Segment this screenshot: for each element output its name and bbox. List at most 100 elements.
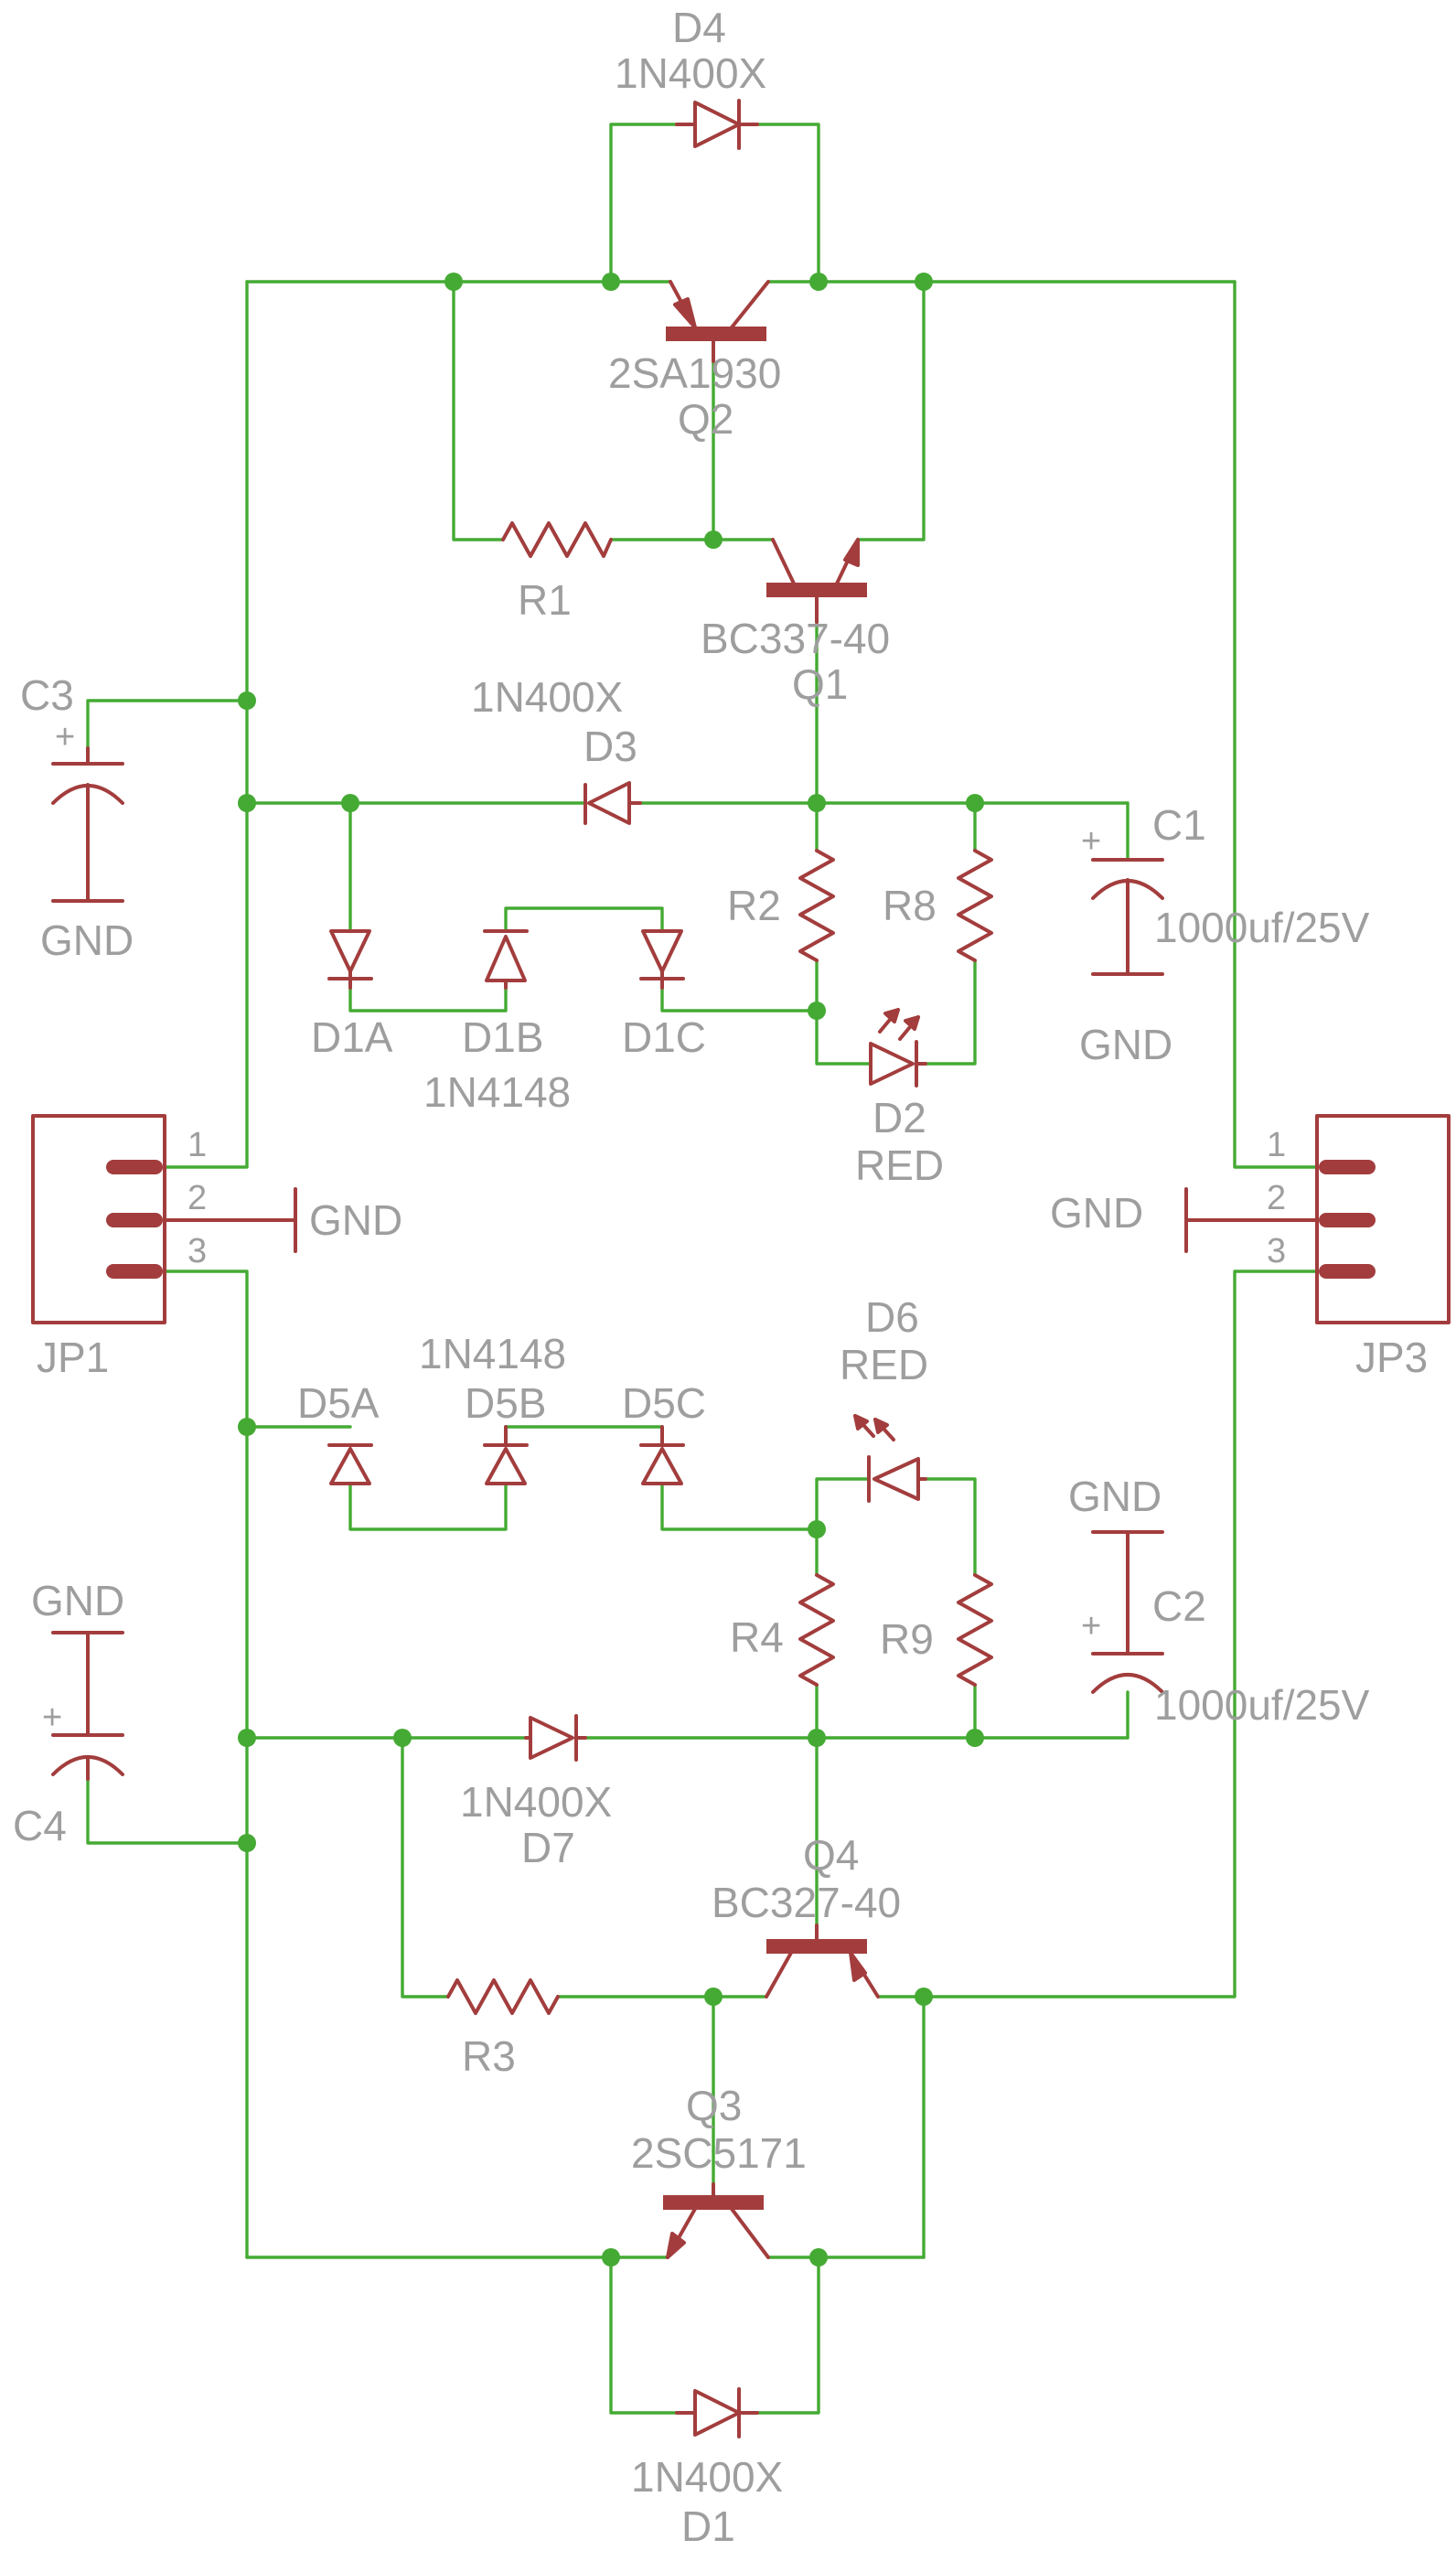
jp3-gnd: GND — [1050, 1189, 1143, 1237]
wire-d6-left — [815, 1477, 871, 1531]
wire-d4-right — [755, 123, 820, 284]
junction-dot — [238, 691, 256, 710]
resistor-r9: R9 — [880, 1573, 993, 1687]
q1-value: BC337-40 — [701, 615, 890, 662]
resistor-r3: R3 — [446, 1978, 560, 2080]
resistor-r8: R8 — [883, 849, 993, 962]
d2-value: RED — [855, 1141, 944, 1189]
d6-ref: D6 — [865, 1293, 919, 1341]
resistor-r1: R1 — [501, 521, 613, 624]
c3-ref: C3 — [20, 671, 74, 719]
q2-value: 2SA1930 — [608, 349, 781, 397]
jp3-ref: JP3 — [1355, 1334, 1428, 1381]
q3-ref: Q3 — [686, 2082, 742, 2129]
junction-dot — [915, 1988, 933, 2006]
d6-value: RED — [840, 1341, 928, 1388]
c4-gnd: GND — [31, 1577, 124, 1624]
c2-gnd: GND — [1068, 1473, 1162, 1520]
junction-dot — [809, 273, 828, 291]
diode-d5b: D5B 1N4148 — [419, 1330, 566, 1485]
diode-d1: 1N400X D1 — [631, 2387, 783, 2550]
junction-dot — [602, 273, 620, 291]
junction-dot — [704, 530, 723, 549]
junction-dot — [393, 1729, 412, 1747]
d1a-ref: D1A — [311, 1013, 393, 1061]
jp1-gnd: GND — [309, 1196, 402, 1244]
c2-ref: C2 — [1152, 1582, 1206, 1630]
wire-d4-left — [609, 123, 679, 284]
q1-ref: Q1 — [792, 660, 848, 708]
wires — [86, 123, 1319, 2415]
wire-r1-left — [452, 280, 505, 541]
junction-dot — [808, 1002, 826, 1020]
c3-plus: + — [55, 718, 75, 756]
c1-gnd: GND — [1079, 1021, 1172, 1068]
junction-dot — [704, 1988, 723, 2006]
wire-d1-right — [755, 2256, 820, 2415]
d1c-ref: D1C — [622, 1013, 706, 1061]
junction-dot — [915, 273, 933, 291]
transistor-q3: Q3 2SC5171 — [631, 2082, 807, 2259]
wire-c4 — [86, 1777, 249, 1845]
wire-d2-right — [924, 959, 977, 1066]
junction-dot — [238, 1834, 256, 1852]
d3-ref: D3 — [583, 723, 637, 770]
wire-d1ab — [348, 986, 508, 1013]
d4-ref: D4 — [672, 4, 726, 51]
c1-value: 1000uf/25V — [1154, 904, 1370, 951]
d1-value: 1N4148 — [423, 1068, 571, 1116]
q3-value: 2SC5171 — [631, 2129, 807, 2177]
r1-ref: R1 — [518, 576, 572, 624]
connector-jp1: 1 2 3 GND JP1 — [31, 1114, 402, 1381]
r3-ref: R3 — [462, 2032, 516, 2080]
c2-value: 1000uf/25V — [1154, 1681, 1370, 1729]
wire-d1bc — [504, 906, 664, 933]
capacitor-c4: + GND C4 — [13, 1577, 124, 1849]
transistor-q2: 2SA1930 Q2 — [608, 280, 781, 443]
resistor-r2: R2 — [727, 849, 835, 962]
wire-c3 — [86, 699, 249, 750]
diode-d5c: D5C — [622, 1379, 706, 1485]
d3-value: 1N400X — [471, 673, 623, 721]
q2-ref: Q2 — [678, 395, 733, 443]
diode-d7: 1N400X D7 — [460, 1714, 612, 1871]
jp3-pin-3: 3 — [1267, 1232, 1286, 1270]
diode-d1b: D1B 1N4148 — [423, 929, 571, 1116]
junction-dot — [808, 1729, 826, 1747]
wire-d2-left — [815, 1009, 871, 1066]
d1-main-ref: D1 — [681, 2502, 735, 2550]
junction-dot — [238, 794, 256, 812]
c3-gnd: GND — [40, 916, 134, 964]
d5b-ref: D5B — [465, 1379, 546, 1427]
c1-ref: C1 — [1152, 801, 1206, 849]
wire-left-rail-lower — [163, 1270, 249, 2259]
wire-right-rail — [1233, 280, 1319, 1169]
r8-ref: R8 — [883, 882, 937, 929]
d4-value: 1N400X — [615, 49, 766, 97]
junction-dot — [809, 2248, 828, 2266]
r9-ref: R9 — [880, 1615, 934, 1663]
d2-ref: D2 — [873, 1094, 926, 1141]
led-d6: D6 RED — [840, 1293, 928, 1503]
d7-ref: D7 — [521, 1824, 575, 1871]
r4-ref: R4 — [730, 1613, 784, 1661]
jp1-pin-1: 1 — [187, 1126, 207, 1164]
wire-d1c-r2 — [660, 986, 819, 1013]
wire-d5c-r4 — [660, 1482, 819, 1531]
wire-q4-emitter — [876, 1270, 1319, 1998]
capacitor-c1: + C1 1000uf/25V GND — [1079, 801, 1370, 1068]
transistor-q1: BC337-40 Q1 — [701, 538, 890, 708]
d5c-ref: D5C — [622, 1379, 706, 1427]
wire-d1-left — [609, 2256, 679, 2415]
wire-r3-left — [401, 1736, 450, 1998]
junction-dot — [808, 794, 826, 812]
d5-value: 1N4148 — [419, 1330, 566, 1377]
connector-jp3: 1 2 3 GND JP3 — [1050, 1114, 1451, 1381]
resistor-r4: R4 — [730, 1573, 835, 1687]
junction-dot — [966, 1729, 984, 1747]
d5a-ref: D5A — [297, 1379, 380, 1427]
diode-d1c: D1C — [622, 929, 706, 1061]
led-d2: D2 RED — [855, 1008, 944, 1189]
jp1-ref: JP1 — [37, 1334, 109, 1381]
